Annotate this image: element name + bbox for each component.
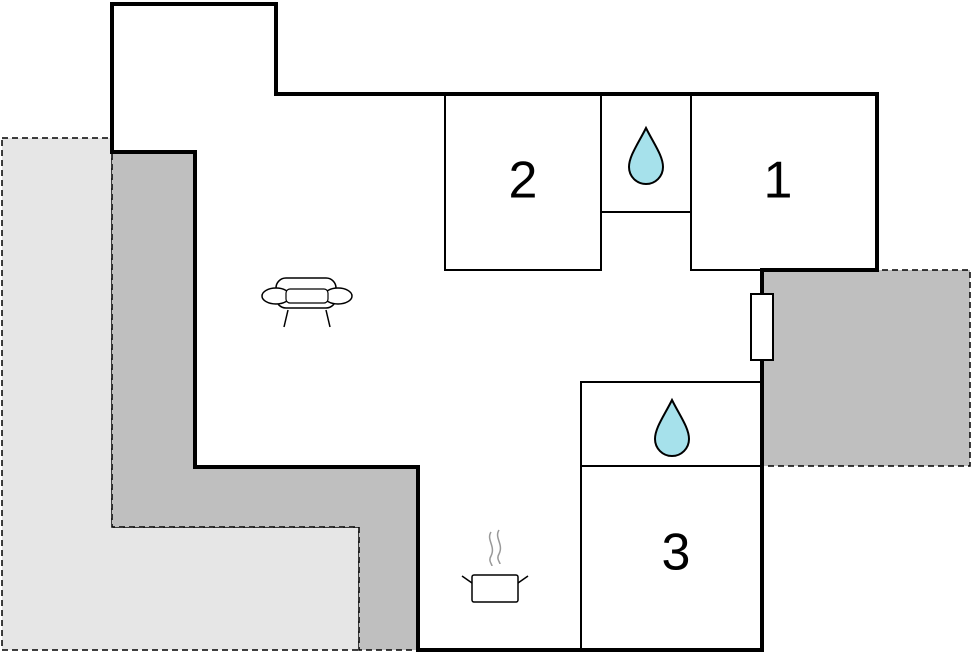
cooking-pot-icon: [461, 529, 529, 603]
door-right: [750, 293, 774, 361]
room-1-label: 1: [764, 152, 793, 210]
terrace-right: [761, 269, 971, 467]
sofa-icon: [261, 277, 353, 328]
room-2-label: 2: [509, 152, 538, 210]
water-drop-icon: [627, 125, 665, 185]
room-3[interactable]: [580, 465, 763, 651]
room-3-label: 3: [662, 524, 691, 582]
room-1[interactable]: [690, 93, 878, 271]
water-drop-icon: [653, 397, 691, 457]
